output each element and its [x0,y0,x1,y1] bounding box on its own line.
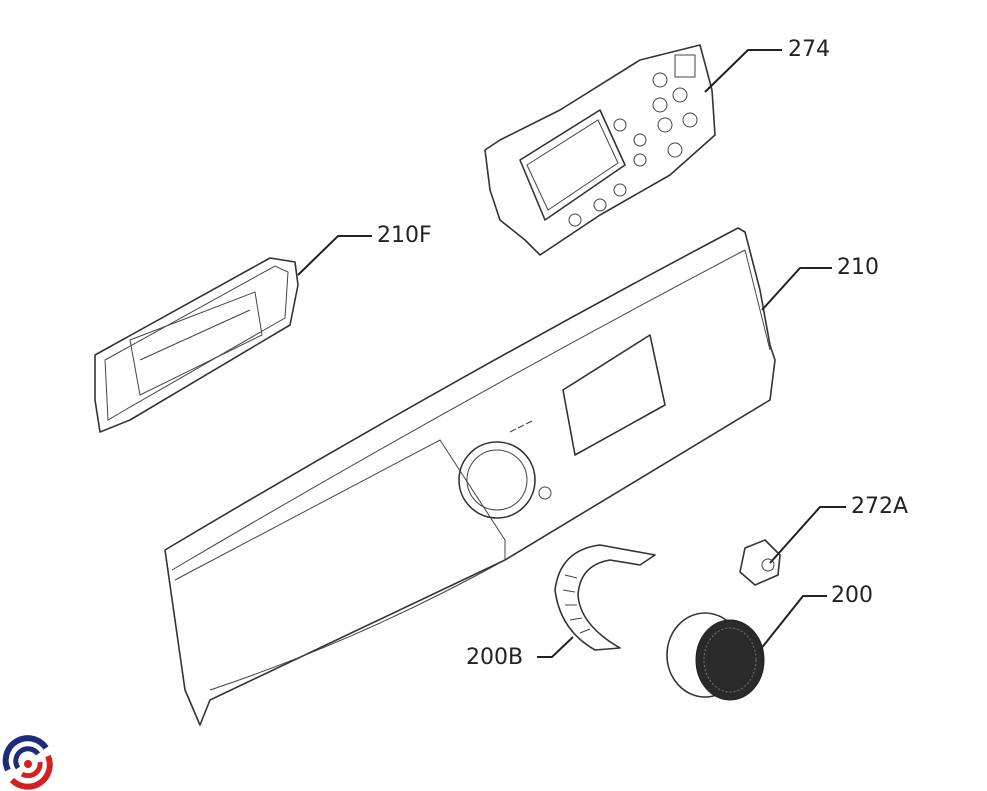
brand-logo [2,735,53,790]
part-274-control-board[interactable] [484,44,716,256]
part-200B-knob-ring[interactable] [554,544,656,651]
label-200: 200 [831,583,873,608]
label-210: 210 [837,255,879,280]
part-210-control-panel[interactable] [164,227,776,726]
part-210F-drawer-front[interactable] [94,257,299,433]
label-210F: 210F [377,223,432,248]
label-272A: 272A [851,494,909,519]
part-200-knob[interactable] [666,612,765,701]
leader-lines [297,49,846,658]
part-272A-switch[interactable] [739,539,781,586]
label-274: 274 [788,37,830,62]
label-200B: 200B [466,645,524,670]
